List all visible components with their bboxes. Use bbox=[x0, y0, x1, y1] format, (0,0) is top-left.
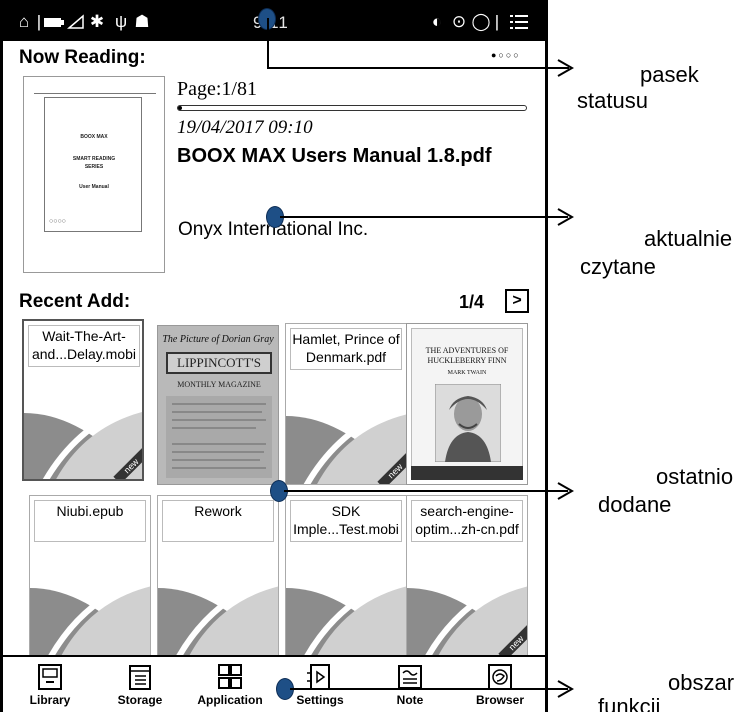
now-reading-heading: Now Reading: bbox=[19, 47, 146, 68]
function-bar: Library Storage Application Settings Not… bbox=[3, 655, 545, 712]
divider: | bbox=[36, 12, 42, 31]
library-button[interactable]: Library bbox=[5, 663, 95, 712]
callout-arrow-icon bbox=[557, 59, 574, 77]
device-screen: ⌂ | ✱ ψ ☗ 9:11 ◐ ⊙ ◯ | Now Reading: ●○○○… bbox=[0, 0, 548, 712]
note-button[interactable]: Note bbox=[365, 663, 455, 712]
storage-icon bbox=[129, 665, 151, 690]
callout-line-current bbox=[280, 216, 568, 218]
generic-book-icon bbox=[24, 399, 142, 479]
storage-button[interactable]: Storage bbox=[95, 663, 185, 712]
book-tile-dorian-gray[interactable]: The Picture of Dorian Gray LIPPINCOTT'S … bbox=[157, 325, 279, 485]
book-tile-search-engine[interactable]: search-engine-optim...zh-cn.pdf new bbox=[406, 495, 528, 657]
callout-label-current: aktualnie bbox=[644, 226, 733, 251]
signal-icon bbox=[66, 12, 85, 32]
current-book-title[interactable]: BOOX MAX Users Manual 1.8.pdf bbox=[177, 145, 492, 167]
callout-label-status: pasek bbox=[640, 62, 699, 87]
generic-book-icon bbox=[286, 573, 406, 656]
book-tile-rework[interactable]: Rework bbox=[157, 495, 279, 657]
recent-page-indicator: 1/4 bbox=[459, 292, 485, 312]
menu-icon[interactable] bbox=[507, 12, 531, 32]
callout-label-recent: ostatnio bbox=[656, 464, 734, 489]
sync-icon[interactable]: ⊙ bbox=[451, 12, 467, 31]
book-tile-huckleberry-finn[interactable]: THE ADVENTURES OF HUCKLEBERRY FINN MARK … bbox=[406, 323, 528, 485]
callout-label-status-2: statusu bbox=[577, 88, 648, 113]
current-page: Page:1/81 bbox=[177, 78, 257, 100]
callout-line-function bbox=[290, 688, 568, 690]
callout-line-recent bbox=[284, 490, 568, 492]
reading-progress-bar bbox=[177, 105, 527, 111]
book-title: Niubi.epub bbox=[34, 500, 146, 542]
callout-label-current-2: czytane bbox=[580, 254, 656, 279]
browser-icon bbox=[488, 664, 512, 690]
refresh-icon[interactable]: ◐ bbox=[431, 12, 443, 31]
usb-icon: ψ bbox=[114, 12, 128, 31]
generic-book-icon bbox=[30, 573, 150, 656]
generic-book-icon bbox=[407, 573, 527, 656]
portrait-illustration bbox=[435, 384, 501, 462]
book-title: Rework bbox=[162, 500, 274, 542]
cover-image-title: The Picture of Dorian Gray bbox=[162, 334, 274, 345]
callout-line-status-h bbox=[267, 67, 569, 69]
generic-book-icon bbox=[286, 401, 406, 484]
cover-image-masthead: LIPPINCOTT'S bbox=[166, 352, 272, 374]
progress-fill bbox=[178, 106, 182, 110]
cover-footer: ○○○○ bbox=[49, 218, 66, 225]
library-icon bbox=[38, 664, 62, 690]
note-icon bbox=[398, 665, 422, 689]
status-bar: ⌂ | ✱ ψ ☗ 9:11 ◐ ⊙ ◯ | bbox=[3, 3, 545, 41]
page-indicator-dots: ●○○○ bbox=[491, 50, 521, 60]
current-book-cover[interactable]: BOOX MAX SMART READING SERIES User Manua… bbox=[23, 76, 165, 273]
callout-arrow-icon bbox=[557, 482, 574, 500]
cover-image-texture bbox=[166, 396, 272, 478]
callout-arrow-icon bbox=[557, 680, 574, 698]
circle-icon[interactable]: ◯ bbox=[471, 12, 491, 31]
cover-image-author: MARK TWAIN bbox=[447, 370, 487, 376]
cover-title: BOOX MAX bbox=[80, 134, 108, 140]
cover-image-subtitle: MONTHLY MAGAZINE bbox=[177, 380, 261, 389]
cover-image-title: THE ADVENTURES OF bbox=[425, 346, 509, 355]
cover-series: SERIES bbox=[84, 164, 104, 170]
callout-label-recent-2: dodane bbox=[598, 492, 672, 517]
callout-label-function: obszar bbox=[668, 670, 735, 695]
cover-subtitle: SMART READING bbox=[72, 156, 116, 162]
book-tile-wait[interactable]: Wait-The-Art-and...Delay.mobi new bbox=[22, 319, 144, 481]
bluetooth-icon: ✱ bbox=[89, 12, 105, 31]
callout-line-status bbox=[267, 18, 269, 68]
generic-book-icon bbox=[158, 573, 278, 656]
callout-label-function-2: funkcji bbox=[598, 694, 661, 712]
next-page-button[interactable]: > bbox=[505, 289, 529, 313]
home-icon[interactable]: ⌂ bbox=[18, 12, 30, 31]
cover-image-subtitle: HUCKLEBERRY FINN bbox=[427, 356, 507, 365]
book-title: Wait-The-Art-and...Delay.mobi bbox=[28, 325, 140, 367]
cover-bottom-band bbox=[411, 466, 523, 480]
cover-frame: BOOX MAX SMART READING SERIES User Manua… bbox=[44, 97, 142, 232]
lock-icon: ☗ bbox=[134, 12, 150, 31]
cover-rule bbox=[34, 93, 156, 94]
recent-add-heading: Recent Add: bbox=[19, 291, 131, 312]
callout-arrow-icon bbox=[557, 208, 574, 226]
book-title: search-engine-optim...zh-cn.pdf bbox=[411, 500, 523, 542]
book-tile-niubi[interactable]: Niubi.epub bbox=[29, 495, 151, 657]
battery-icon bbox=[43, 12, 65, 32]
cover-manual: User Manual bbox=[79, 184, 109, 190]
settings-icon bbox=[307, 664, 330, 690]
application-button[interactable]: Application bbox=[185, 663, 275, 712]
current-book-publisher: Onyx International Inc. bbox=[178, 219, 369, 240]
application-icon bbox=[218, 664, 242, 689]
divider: | bbox=[494, 12, 500, 31]
last-read-datetime: 19/04/2017 09:10 bbox=[177, 117, 313, 138]
